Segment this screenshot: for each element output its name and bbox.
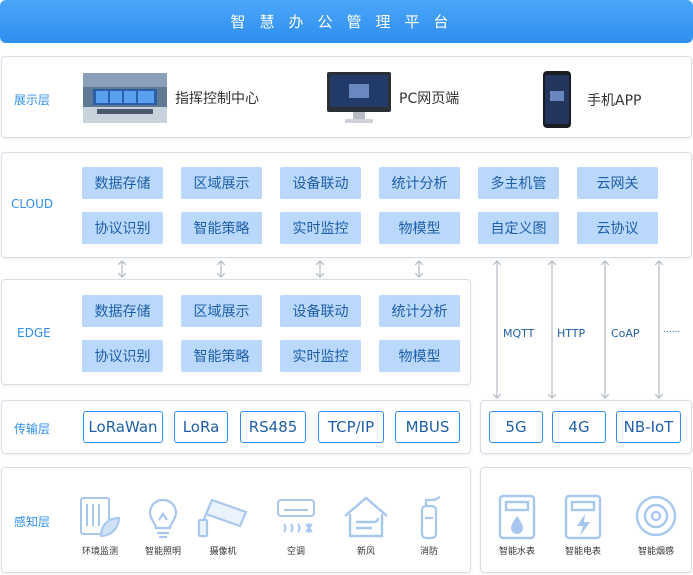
cloud-chip: 云协议	[577, 212, 658, 244]
plant-icon	[80, 497, 121, 538]
sensor-label: 消防	[419, 547, 438, 557]
transport-layer-panel	[1, 400, 471, 454]
edge-chip: 智能策略	[181, 340, 262, 372]
sensor-smoke: 智能烟感	[626, 494, 686, 557]
edge-chip: 协议识别	[82, 340, 163, 372]
sensor-label: 智能照明	[144, 547, 181, 557]
sensor-aircon: 空调	[266, 496, 326, 557]
sensor-environment: 环境监测	[70, 496, 130, 557]
edge-chip: 物模型	[379, 340, 460, 372]
sensor-label: 智能烟感	[637, 547, 674, 557]
extinguisher-icon	[420, 496, 441, 540]
display-item-control-center: 指挥控制中心	[83, 73, 259, 123]
network-box: NB-IoT	[616, 411, 681, 443]
cloud-chip: 协议识别	[82, 212, 163, 244]
sensor-electric-meter: 智能电表	[553, 494, 613, 557]
cloud-chip: 数据存储	[82, 167, 163, 199]
display-item-app: 手机APP	[543, 71, 641, 128]
cloud-chip: 统计分析	[379, 167, 460, 199]
network-box: 5G	[489, 411, 543, 443]
platform-title: 智慧办公管理平台	[0, 0, 693, 43]
air-conditioner-icon	[277, 499, 315, 533]
sensor-camera: 摄像机	[193, 494, 253, 557]
edge-chip: 区域展示	[181, 295, 262, 327]
sensor-label: 摄像机	[209, 547, 237, 557]
control-center-image	[83, 73, 167, 123]
edge-chip: 设备联动	[280, 295, 361, 327]
cloud-chip: 实时监控	[280, 212, 361, 244]
link-label-more: ......	[663, 323, 681, 337]
cloud-chip: 自定义图	[478, 212, 559, 244]
sensor-fresh-air: 新风	[336, 494, 396, 557]
cloud-layer-label: CLOUD	[11, 197, 54, 211]
display-layer-label: 展示层	[14, 93, 51, 107]
cloud-chip: 多主机管	[478, 167, 559, 199]
perception-layer-label: 感知层	[14, 515, 51, 529]
cloud-chip: 设备联动	[280, 167, 361, 199]
camera-icon	[198, 498, 248, 538]
protocol-box: LoRaWan	[83, 411, 163, 443]
sensor-label: 智能水表	[498, 547, 535, 557]
water-meter-icon	[498, 494, 536, 540]
network-box: 4G	[552, 411, 606, 443]
sensor-label: 智能电表	[564, 547, 601, 557]
monitor-icon	[327, 72, 391, 123]
protocol-box: LoRa	[174, 411, 228, 443]
edge-layer-label: EDGE	[17, 326, 51, 340]
sensor-label: 新风	[356, 547, 375, 557]
electric-meter-icon	[564, 494, 602, 540]
bulb-icon	[148, 498, 178, 539]
house-wind-icon	[344, 496, 388, 538]
link-label-http: HTTP	[557, 325, 586, 342]
protocol-box: RS485	[240, 411, 306, 443]
cloud-chip: 云网关	[577, 167, 658, 199]
link-label-coap: CoAP	[611, 325, 640, 342]
edge-chip: 实时监控	[280, 340, 361, 372]
sensor-label: 环境监测	[81, 547, 118, 557]
sensor-label: 空调	[286, 547, 305, 557]
transport-layer-label: 传输层	[14, 422, 51, 436]
display-label-pc: PC网页端	[399, 91, 460, 107]
phone-icon	[543, 71, 571, 128]
link-label-mqtt: MQTT	[503, 325, 535, 342]
sensor-water-meter: 智能水表	[487, 494, 547, 557]
protocol-box: MBUS	[395, 411, 460, 443]
cloud-chip: 物模型	[379, 212, 460, 244]
sensor-fire: 消防	[399, 494, 459, 557]
edge-chip: 统计分析	[379, 295, 460, 327]
cloud-chip: 区域展示	[181, 167, 262, 199]
display-item-pc: PC网页端	[327, 72, 459, 124]
display-label-app: 手机APP	[587, 92, 642, 109]
smoke-detector-icon	[635, 495, 677, 537]
cloud-chip: 智能策略	[181, 212, 262, 244]
display-label-control-center: 指挥控制中心	[175, 91, 259, 107]
edge-chip: 数据存储	[82, 295, 163, 327]
sensor-lighting: 智能照明	[133, 496, 193, 557]
protocol-box: TCP/IP	[318, 411, 384, 443]
